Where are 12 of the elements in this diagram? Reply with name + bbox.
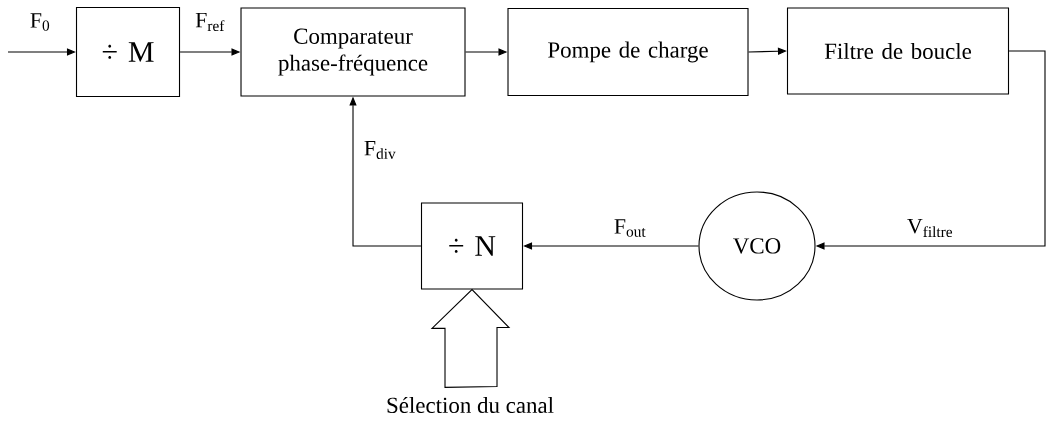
block-arrow — [430, 288, 511, 388]
edge-label: F$_{0}$ — [28, 12, 52, 32]
edge-label: F$_{div}$ — [362, 140, 398, 160]
edge-label: F$_{ref}$ — [194, 11, 226, 33]
block-box: Comparateur phase-fréquence — [240, 7, 466, 97]
edge-label: F$_{out}$ — [612, 218, 648, 238]
edge-label: V$_{filtre}$ — [905, 217, 955, 239]
block-box: ÷ M — [75, 6, 181, 98]
block-box: Filtre de boucle — [786, 7, 1010, 95]
block-box: ÷ N — [420, 202, 524, 290]
input-label: Sélection du canal — [387, 396, 554, 414]
block-box: Pompe de charge — [507, 7, 749, 97]
